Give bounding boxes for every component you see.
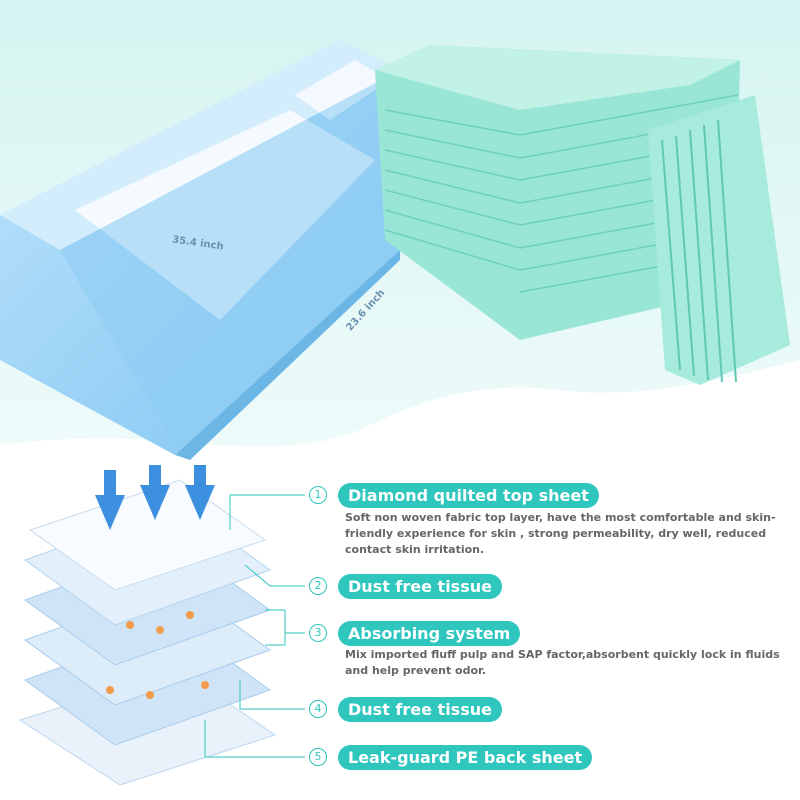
bed-with-pad xyxy=(0,40,400,460)
feature-title: Diamond quilted top sheet xyxy=(338,483,599,508)
feature-description: Soft non woven fabric top layer, have th… xyxy=(345,511,776,556)
feature-title: Dust free tissue xyxy=(338,697,502,722)
arrow-down-icon xyxy=(95,495,125,530)
number-badge: 5 xyxy=(309,748,327,766)
number-badge: 1 xyxy=(309,486,327,504)
feature-title: Dust free tissue xyxy=(338,574,502,599)
layers-diagram xyxy=(18,465,305,786)
number-badge: 3 xyxy=(309,624,327,642)
number-badge: 4 xyxy=(309,700,327,718)
feature-description: Mix imported fluff pulp and SAP factor,a… xyxy=(345,648,780,677)
pad-stack xyxy=(375,45,790,385)
number-badge: 2 xyxy=(309,577,327,595)
arrow-down-icon xyxy=(185,485,215,520)
feature-title: Absorbing system xyxy=(338,621,521,646)
arrow-down-icon xyxy=(140,485,170,520)
feature-title: Leak-guard PE back sheet xyxy=(338,745,593,770)
